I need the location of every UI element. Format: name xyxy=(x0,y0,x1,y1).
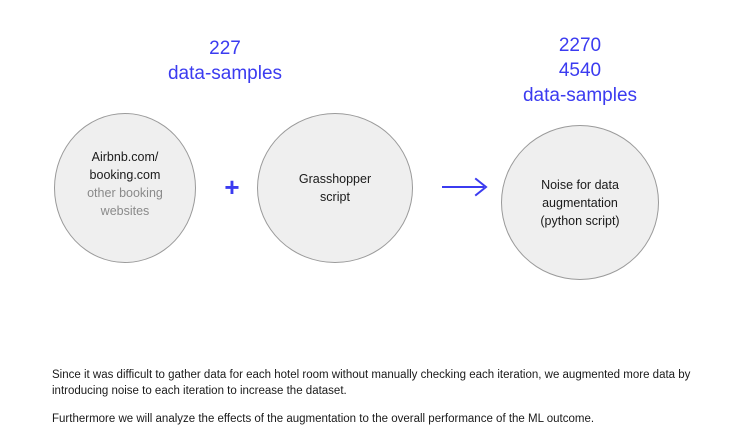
node-data-sources: Airbnb.com/ booking.com other booking we… xyxy=(54,113,196,263)
node-noise-augmentation-text: Noise for data augmentation (python scri… xyxy=(530,176,629,230)
caption-augmentation: Since it was difficult to gather data fo… xyxy=(52,368,691,397)
caption-analysis: Furthermore we will analyze the effects … xyxy=(52,412,595,425)
annotation-output-label: data-samples xyxy=(522,85,638,106)
node-grasshopper-script: Grasshopper script xyxy=(257,113,413,263)
annotation-input-samples: 227 data-samples xyxy=(125,36,325,86)
node-noise-augmentation-line-3: (python script) xyxy=(540,213,620,228)
node-noise-augmentation-line-2: augmentation xyxy=(542,195,618,210)
annotation-output-count-secondary: 4540 xyxy=(558,60,602,81)
node-grasshopper-script-line-2: script xyxy=(320,190,350,204)
node-data-sources-line-3: other booking xyxy=(87,186,163,200)
node-data-sources-line-4: websites xyxy=(100,204,150,218)
node-noise-augmentation-line-1: Noise for data xyxy=(541,177,619,192)
node-grasshopper-script-text: Grasshopper script xyxy=(289,170,381,206)
node-data-sources-text: Airbnb.com/ booking.com other booking we… xyxy=(77,148,173,220)
node-data-sources-line-1: Airbnb.com/ xyxy=(91,150,159,164)
node-data-sources-line-2: booking.com xyxy=(89,168,161,182)
annotation-output-count-primary: 2270 xyxy=(558,35,602,56)
annotation-input-count: 227 xyxy=(209,38,241,59)
arrow-right-icon xyxy=(440,172,494,202)
node-grasshopper-script-line-1: Grasshopper xyxy=(298,172,372,186)
node-noise-augmentation: Noise for data augmentation (python scri… xyxy=(501,125,659,280)
plus-icon: + xyxy=(224,172,240,202)
annotation-input-label: data-samples xyxy=(167,63,283,84)
annotation-output-samples: 2270 4540 data-samples xyxy=(480,33,680,108)
